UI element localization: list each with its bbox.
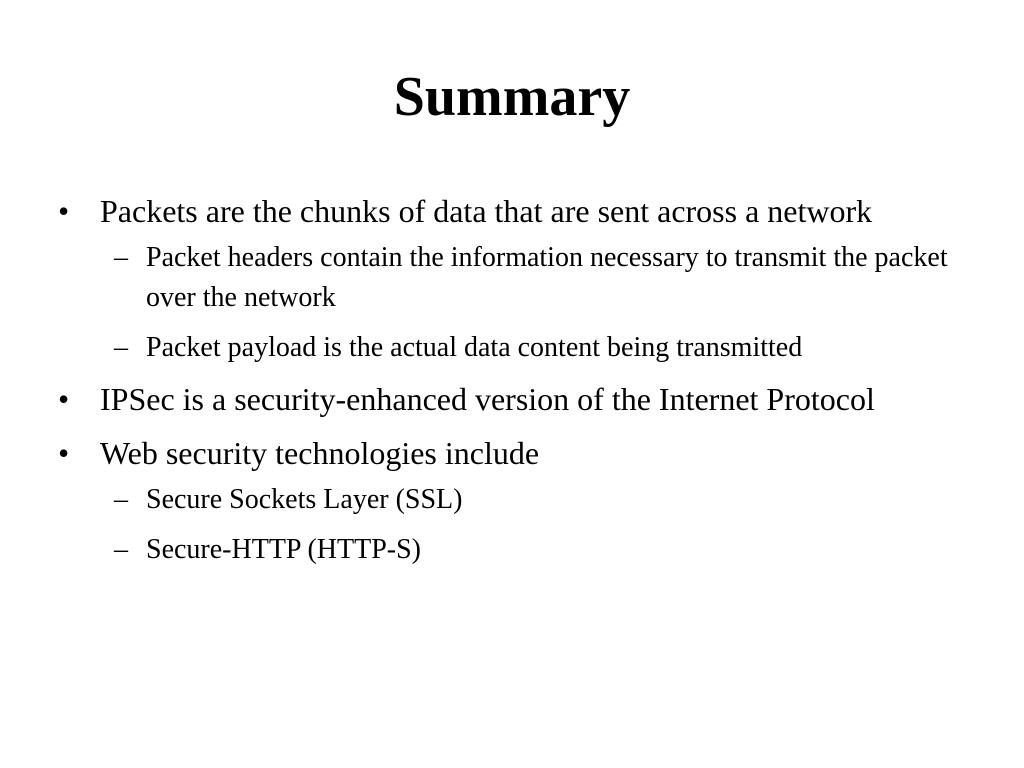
sub-item-packet-payload: – Packet payload is the actual data cont… <box>100 328 958 368</box>
bullet-icon: • <box>58 435 70 471</box>
sub-item-https: – Secure-HTTP (HTTP-S) <box>100 530 958 570</box>
bullet-list: • Packets are the chunks of data that ar… <box>58 188 958 578</box>
sub-item-packet-headers: – Packet headers contain the information… <box>100 238 958 318</box>
sub-item-text: Packet headers contain the information n… <box>146 242 948 313</box>
bullet-item-ipsec: • IPSec is a security-enhanced version o… <box>58 376 958 422</box>
dash-icon: – <box>114 332 128 363</box>
dash-icon: – <box>114 534 128 565</box>
bullet-text: Web security technologies include <box>100 435 540 471</box>
dash-icon: – <box>114 484 128 515</box>
bullet-icon: • <box>58 381 70 417</box>
bullet-item-web-security: • Web security technologies include – Se… <box>58 430 958 570</box>
slide-title: Summary <box>393 66 631 128</box>
sub-item-text: Secure-HTTP (HTTP-S) <box>146 534 422 565</box>
bullet-item-packets: • Packets are the chunks of data that ar… <box>58 188 958 368</box>
sub-list: – Secure Sockets Layer (SSL) – Secure-HT… <box>100 480 958 570</box>
sub-item-text: Packet payload is the actual data conten… <box>146 332 803 363</box>
bullet-text: IPSec is a security-enhanced version of … <box>100 381 875 417</box>
bullet-icon: • <box>58 193 70 229</box>
sub-item-text: Secure Sockets Layer (SSL) <box>146 484 463 515</box>
sub-list: – Packet headers contain the information… <box>100 238 958 368</box>
sub-item-ssl: – Secure Sockets Layer (SSL) <box>100 480 958 520</box>
dash-icon: – <box>114 242 128 273</box>
bullet-text: Packets are the chunks of data that are … <box>100 193 873 229</box>
